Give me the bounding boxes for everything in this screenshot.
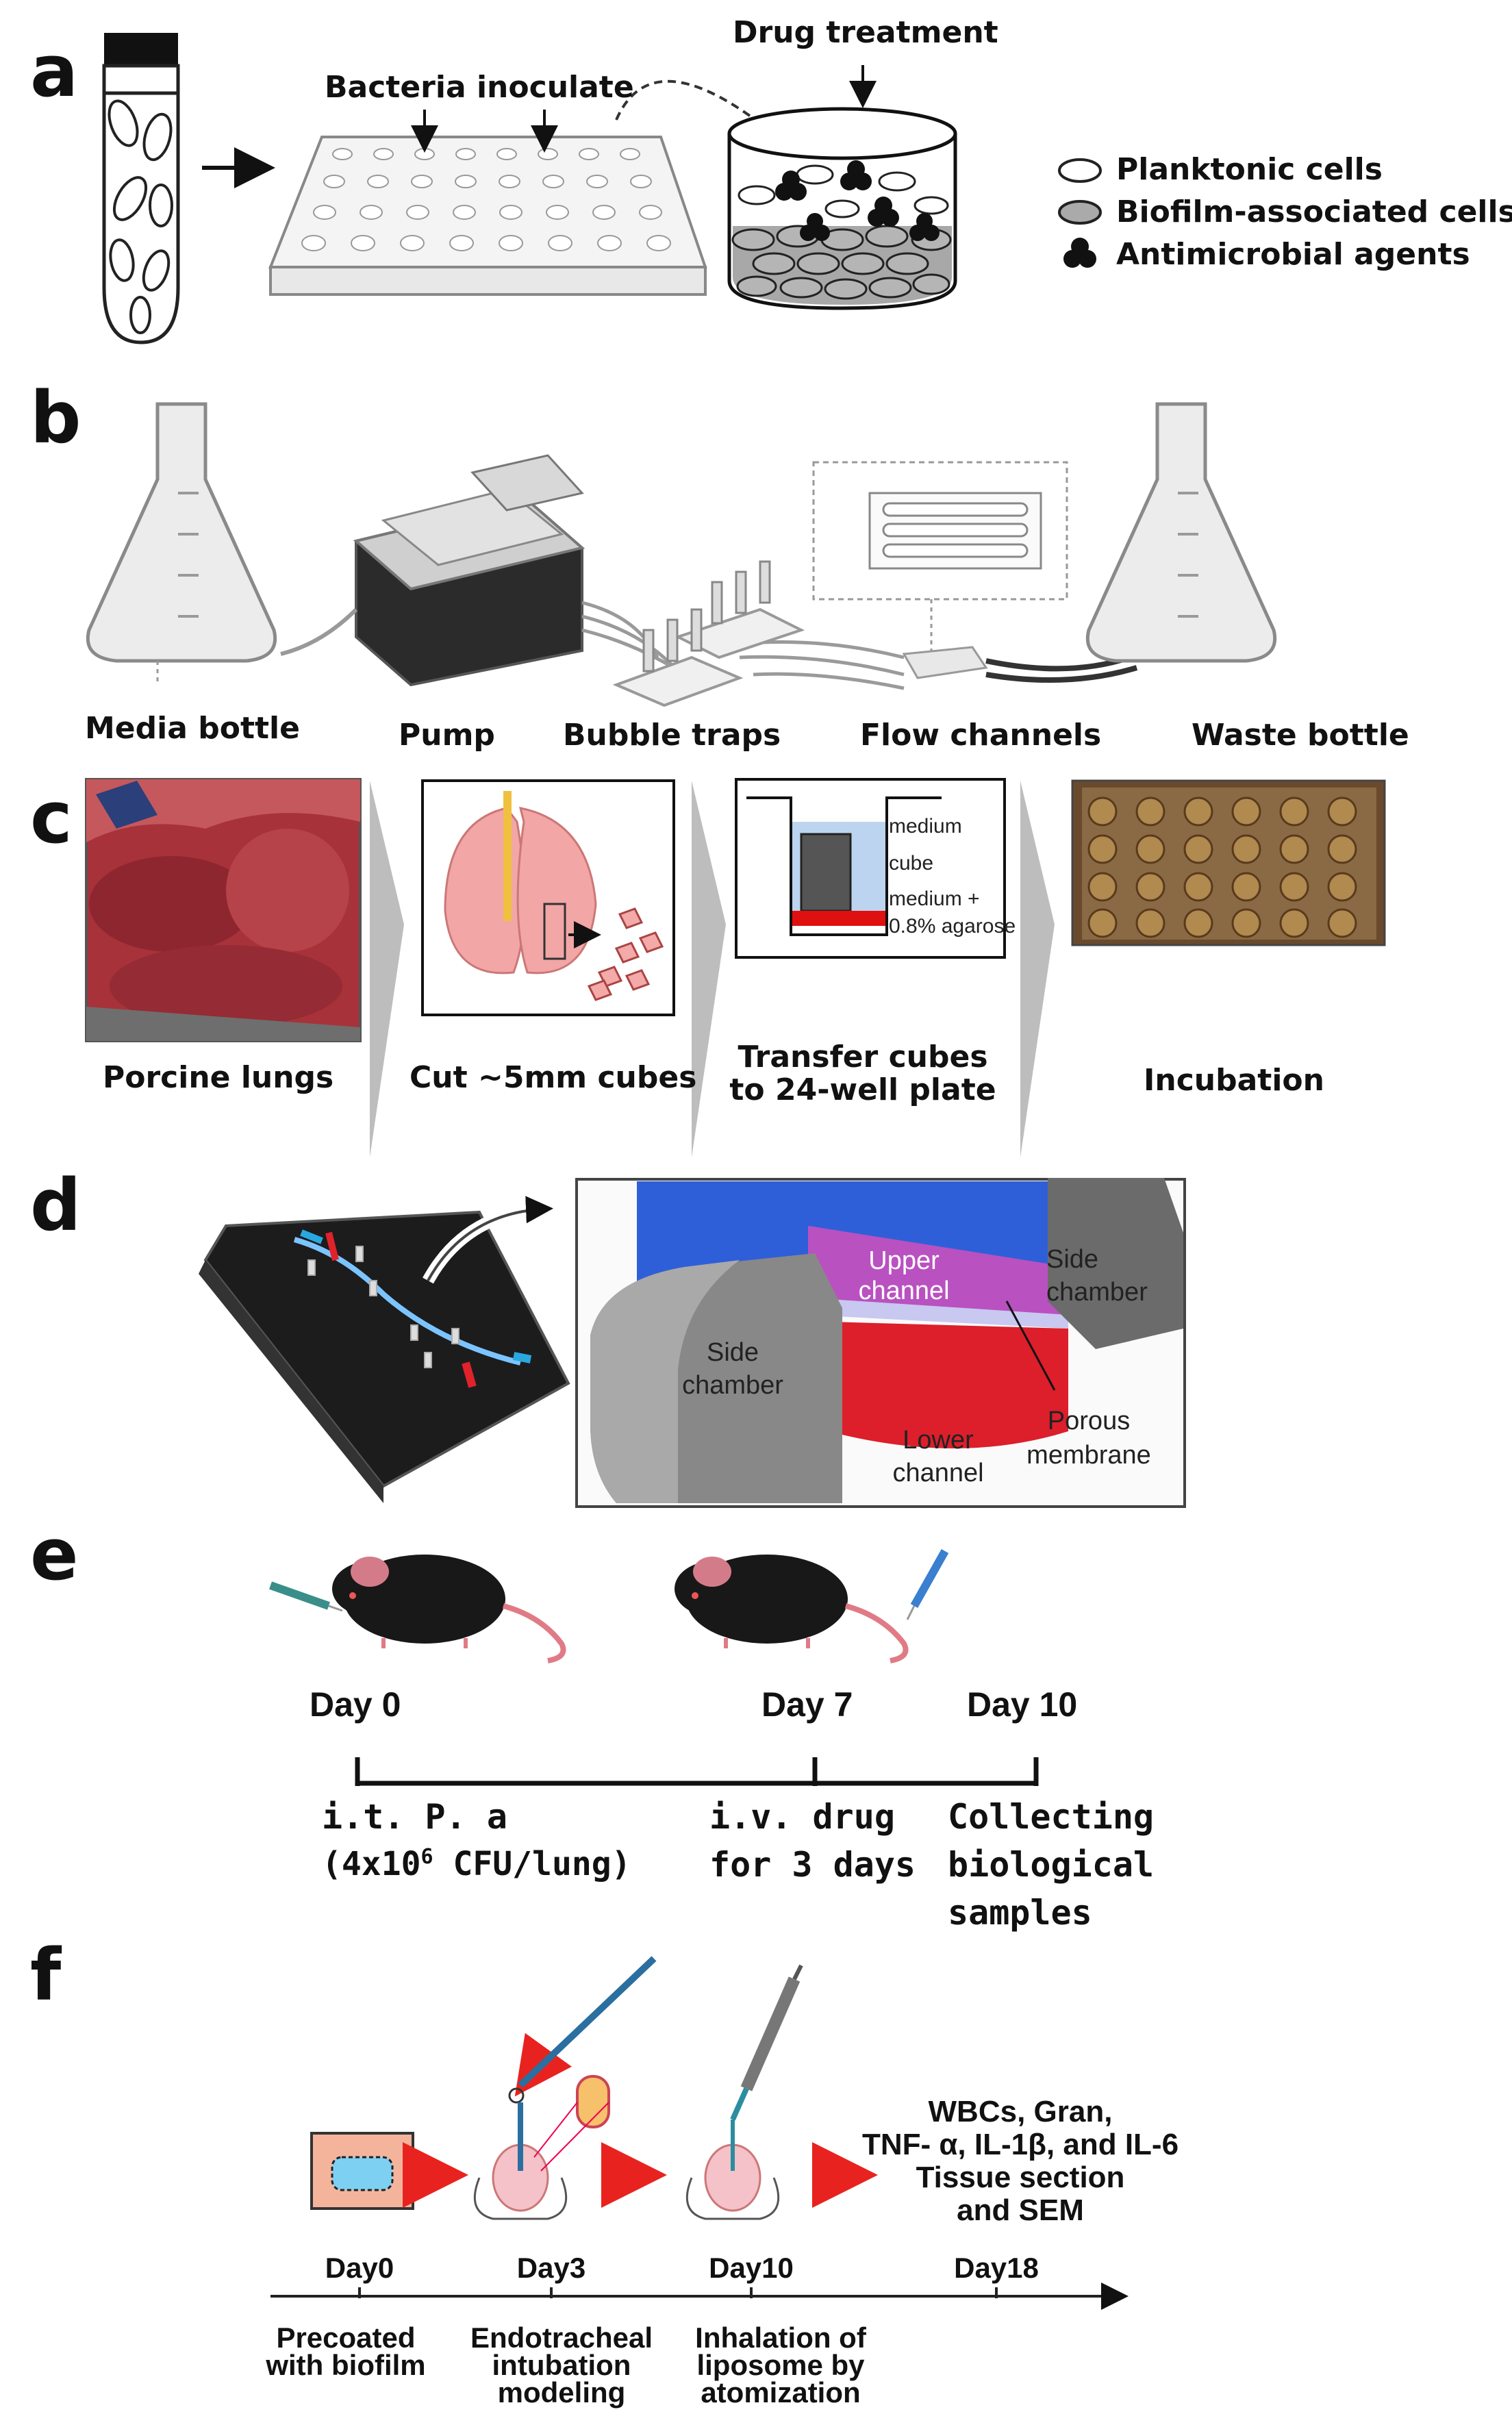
legend-biofilm-label: Biofilm-associated cells: [1116, 194, 1512, 229]
f-step2-line2: liposome by: [696, 2349, 865, 2381]
f-step2-line1: Inhalation of: [695, 2322, 866, 2354]
panel-b-waste-flask: [1085, 402, 1277, 663]
panel-b-pump: [353, 454, 585, 687]
f-readout-2: TNF- α, IL-1β, and IL-6: [861, 2128, 1179, 2161]
drug-treatment-label: Drug treatment: [733, 15, 998, 50]
side-chamber-left-line2: chamber: [682, 1371, 783, 1400]
side-chamber-right-line2: chamber: [1046, 1278, 1148, 1307]
porcine-lungs-label: Porcine lungs: [103, 1060, 334, 1095]
panel-c-chevron-3: [1020, 781, 1055, 1157]
f-readout-1: WBCs, Gran,: [928, 2095, 1113, 2128]
panel-f-red-arrows: [403, 2033, 878, 2208]
panel-a-tube: [102, 33, 180, 344]
panel-b-flow-channels: [812, 461, 1068, 679]
lower-channel-line2: channel: [892, 1459, 984, 1487]
inset-medium-label: medium: [889, 815, 962, 838]
inset-agarose-line2: 0.8% agarose: [889, 915, 1016, 938]
porous-membrane-line2: membrane: [1026, 1441, 1151, 1470]
e-step1-line2: for 3 days: [709, 1845, 916, 1885]
e-step2-line3: samples: [948, 1893, 1092, 1933]
panel-e-timeline: [355, 1757, 1039, 1786]
legend-antimicrobial-label: Antimicrobial agents: [1116, 237, 1470, 272]
panel-c-transfer-diagram: [735, 778, 1006, 959]
panel-c-chevron-2: [692, 781, 726, 1157]
panel-c-letter: c: [30, 776, 73, 859]
panel-c-lung-photo: [85, 778, 362, 1042]
f-readout-3: Tissue section: [916, 2161, 1125, 2194]
panel-f-biofilm-well: [310, 2132, 414, 2210]
f-day3-label: Day3: [516, 2252, 586, 2284]
panel-b-media-flask: [86, 402, 277, 663]
f-step1-line2: intubation: [492, 2349, 631, 2381]
panel-e-syringe-2: [906, 1549, 949, 1620]
e-day10-label: Day 10: [967, 1685, 1078, 1724]
f-step0-line1: Precoated: [276, 2322, 416, 2354]
panel-e-letter: e: [30, 1513, 79, 1596]
pump-label: Pump: [399, 718, 495, 753]
panel-a-well-plate: [268, 136, 707, 296]
f-day18-label: Day18: [954, 2252, 1039, 2284]
panel-f-intubation: [473, 1956, 657, 2220]
media-bottle-label: Media bottle: [85, 711, 300, 746]
f-step2-line3: atomization: [701, 2376, 861, 2409]
f-day0-label: Day0: [325, 2252, 394, 2284]
panel-d-cross-section: [575, 1178, 1186, 1508]
transfer-label-line1: Transfer cubes: [738, 1040, 988, 1074]
transfer-label-line2: to 24-well plate: [729, 1072, 996, 1107]
panel-f-timeline: [270, 2283, 1129, 2310]
panel-c-cut-diagram: [421, 779, 675, 1016]
f-step1-line3: modeling: [497, 2376, 626, 2409]
f-readouts: WBCs, Gran, TNF- α, IL-1β, and IL-6 Tiss…: [835, 2096, 1205, 2227]
panel-e-syringe-1: [269, 1581, 343, 1612]
bacteria-inoculate-label: Bacteria inoculate: [325, 70, 634, 105]
side-chamber-right-line1: Side: [1046, 1245, 1099, 1274]
panel-d-chip: [199, 1210, 570, 1503]
e-step0-line2-post: CFU/lung): [433, 1845, 631, 1883]
flow-channels-label: Flow channels: [860, 718, 1102, 753]
panel-e-mouse-2: [675, 1555, 909, 1663]
e-step0-line2: (4x106 CFU/lung): [322, 1845, 631, 1883]
e-step0-line2-sup: 6: [420, 1845, 433, 1869]
f-step0-line2: with biofilm: [266, 2349, 426, 2381]
e-step0-line2-pre: (4x10: [322, 1845, 421, 1883]
e-day0-label: Day 0: [310, 1685, 401, 1724]
waste-bottle-label: Waste bottle: [1192, 718, 1409, 753]
panel-a-dish: [727, 107, 957, 310]
upper-channel-line2: channel: [858, 1277, 950, 1305]
panel-b-letter: b: [30, 376, 81, 460]
f-step1-line1: Endotracheal: [470, 2322, 653, 2354]
e-step1-line1: i.v. drug: [709, 1797, 895, 1837]
panel-a-legend-markers: [1058, 158, 1102, 268]
inset-agarose-line1: medium +: [889, 888, 980, 910]
inset-cube-label: cube: [889, 852, 934, 875]
f-day10-label: Day10: [709, 2252, 794, 2284]
upper-channel-line1: Upper: [868, 1246, 940, 1275]
porous-membrane-line1: Porous: [1047, 1407, 1131, 1435]
side-chamber-left-line1: Side: [706, 1338, 759, 1367]
legend-planktonic-label: Planktonic cells: [1116, 152, 1383, 187]
panel-d-letter: d: [30, 1164, 81, 1247]
e-day7-label: Day 7: [761, 1685, 853, 1724]
panel-c-chevron-1: [370, 781, 404, 1157]
panel-a-dashed-arrow: [615, 79, 761, 125]
panel-a-letter: a: [30, 29, 79, 113]
e-step0-line1: i.t. P. a: [322, 1797, 507, 1837]
e-step2-line1: Collecting: [948, 1797, 1155, 1837]
lower-channel-line1: Lower: [903, 1426, 974, 1455]
panel-f-letter: f: [30, 1933, 62, 2017]
f-readout-4: and SEM: [957, 2193, 1084, 2227]
f-step1: Endotracheal intubation modeling: [452, 2322, 671, 2409]
incubation-label: Incubation: [1144, 1063, 1324, 1098]
panel-e-mouse-1: [332, 1555, 566, 1663]
f-step2: Inhalation of liposome by atomization: [675, 2322, 887, 2409]
panel-b-bubble-traps: [612, 560, 805, 707]
e-step2-line2: biological: [948, 1845, 1155, 1885]
panel-c-incubation-photo: [1071, 779, 1386, 946]
panel-f-atomization: [685, 1964, 803, 2220]
bubble-traps-label: Bubble traps: [563, 718, 781, 753]
cut-cubes-label: Cut ~5mm cubes: [410, 1060, 697, 1095]
f-step0: Precoated with biofilm: [243, 2322, 449, 2381]
